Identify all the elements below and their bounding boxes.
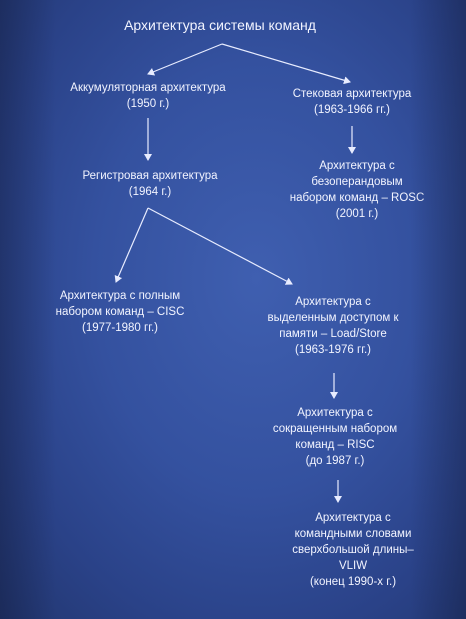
node-risc-line-3: команд – RISC: [295, 439, 375, 451]
arrow-title-to-accumulator: [147, 43, 223, 76]
node-loadstore-line-2: выделенным доступом к: [267, 312, 399, 324]
arrow-title-to-stack: [221, 43, 351, 85]
node-loadstore-line-3: памяти – Load/Store: [279, 328, 387, 340]
arrow-register-to-cisc: [114, 207, 149, 283]
node-vliw-architecture: Архитектура с командными словами сверхбо…: [258, 510, 448, 590]
node-stack-architecture: Стековая архитектура (1963-1966 гг.): [262, 86, 442, 118]
node-accumulator-architecture: Аккумуляторная архитектура (1950 г.): [30, 80, 266, 112]
node-loadstore-line-1: Архитектура с: [295, 296, 371, 308]
node-cisc-line-2: набором команд – CISC: [55, 306, 185, 318]
node-vliw-line-1: Архитектура с: [315, 512, 391, 524]
node-rosc-architecture: Архитектура с безоперандовым набором ком…: [262, 158, 452, 222]
node-rosc-line-2: безоперандовым: [311, 176, 403, 188]
node-risc-line-1: Архитектура с: [297, 407, 373, 419]
node-stack-line-1: Стековая архитектура: [292, 88, 412, 100]
node-cisc-line-1: Архитектура с полным: [59, 290, 181, 302]
node-risc-architecture: Архитектура с сокращенным набором команд…: [240, 405, 430, 469]
node-cisc-line-3: (1977-1980 гг.): [81, 322, 159, 334]
node-risc-line-4: (до 1987 г.): [305, 455, 365, 467]
node-rosc-line-1: Архитектура с: [319, 160, 395, 172]
node-loadstore-line-4: (1963-1976 гг.): [294, 344, 372, 356]
node-rosc-line-3: набором команд – ROSC: [289, 192, 425, 204]
node-vliw-line-5: (конец 1990-х г.): [309, 576, 397, 588]
diagram-title: Архитектура системы команд: [124, 17, 316, 33]
node-rosc-line-4: (2001 г.): [335, 208, 379, 220]
node-accumulator-line-2: (1950 г.): [126, 98, 170, 110]
node-vliw-line-3: сверхбольшой длины–: [292, 544, 414, 556]
node-vliw-line-4: VLIW: [338, 560, 368, 572]
node-accumulator-line-1: Аккумуляторная архитектура: [70, 82, 226, 94]
node-register-architecture: Регистровая архитектура (1964 г.): [40, 168, 260, 200]
node-vliw-line-2: командными словами: [294, 528, 412, 540]
node-stack-line-2: (1963-1966 гг.): [313, 104, 391, 116]
node-cisc-architecture: Архитектура с полным набором команд – CI…: [10, 288, 230, 336]
arrow-register-to-loadstore: [147, 207, 293, 285]
node-register-line-1: Регистровая архитектура: [82, 170, 218, 182]
node-register-line-2: (1964 г.): [128, 186, 172, 198]
node-risc-line-2: сокращенным набором: [272, 423, 398, 435]
node-loadstore-architecture: Архитектура с выделенным доступом к памя…: [238, 294, 428, 358]
